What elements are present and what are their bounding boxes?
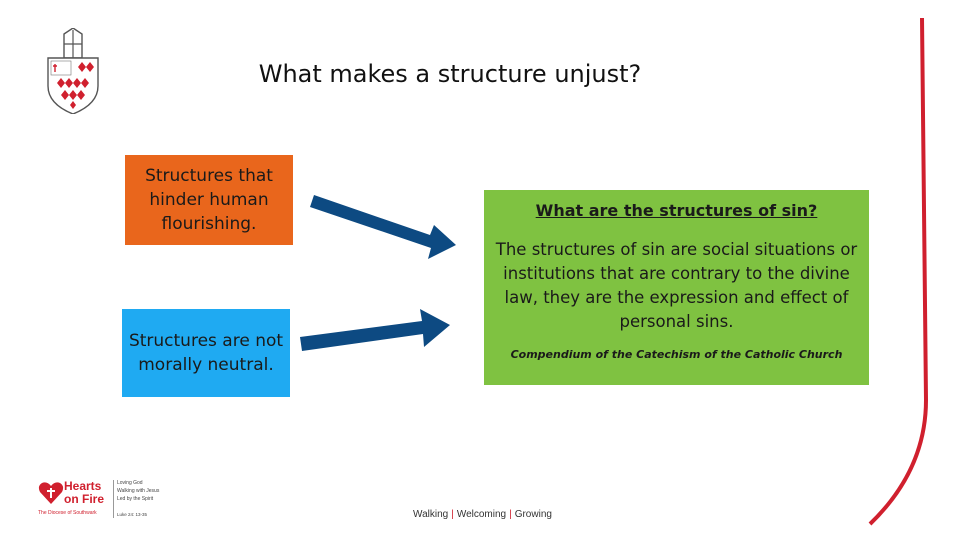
motto-line-3: Led by the Spirit <box>117 496 154 502</box>
tagline-growing: Growing <box>514 509 552 520</box>
footer-tagline: Walking|Welcoming|Growing <box>413 509 552 520</box>
structures-of-sin-definition: The structures of sin are social situati… <box>495 240 858 331</box>
logo-line-on-fire: on Fire <box>64 492 105 506</box>
not-neutral-box: Structures are not morally neutral. <box>122 309 290 397</box>
not-neutral-text: Structures are not morally neutral. <box>128 331 284 375</box>
tagline-separator: | <box>451 509 454 520</box>
diocese-crest-logo <box>47 28 99 114</box>
motto-line-2: Walking with Jesus <box>117 488 160 494</box>
tagline-welcoming: Welcoming <box>456 509 507 520</box>
logo-line-hearts: Hearts <box>64 479 102 493</box>
hearts-on-fire-logo: Hearts on Fire The Diocese of Southwark … <box>36 478 166 524</box>
arrow-up-right-icon <box>300 309 450 351</box>
motto-reference: Luke 24: 13-35 <box>117 512 148 517</box>
heart-cross-icon <box>38 482 64 504</box>
hinder-flourishing-box: Structures that hinder human flourishing… <box>125 155 293 245</box>
logo-divider <box>113 480 114 518</box>
hinder-flourishing-text: Structures that hinder human flourishing… <box>145 166 273 234</box>
slide-title: What makes a structure unjust? <box>258 60 642 88</box>
structures-of-sin-question: What are the structures of sin? <box>535 201 818 220</box>
logo-diocese-name: The Diocese of Southwark <box>38 510 97 516</box>
arrow-down-right-icon <box>310 195 456 259</box>
decorative-red-curve <box>868 17 929 526</box>
tagline-walking: Walking <box>413 509 449 520</box>
tagline-separator: | <box>509 509 512 520</box>
catechism-citation: Compendium of the Catechism of the Catho… <box>510 348 843 361</box>
structures-of-sin-box: What are the structures of sin? The stru… <box>484 190 869 385</box>
motto-line-1: Loving God <box>117 480 143 486</box>
